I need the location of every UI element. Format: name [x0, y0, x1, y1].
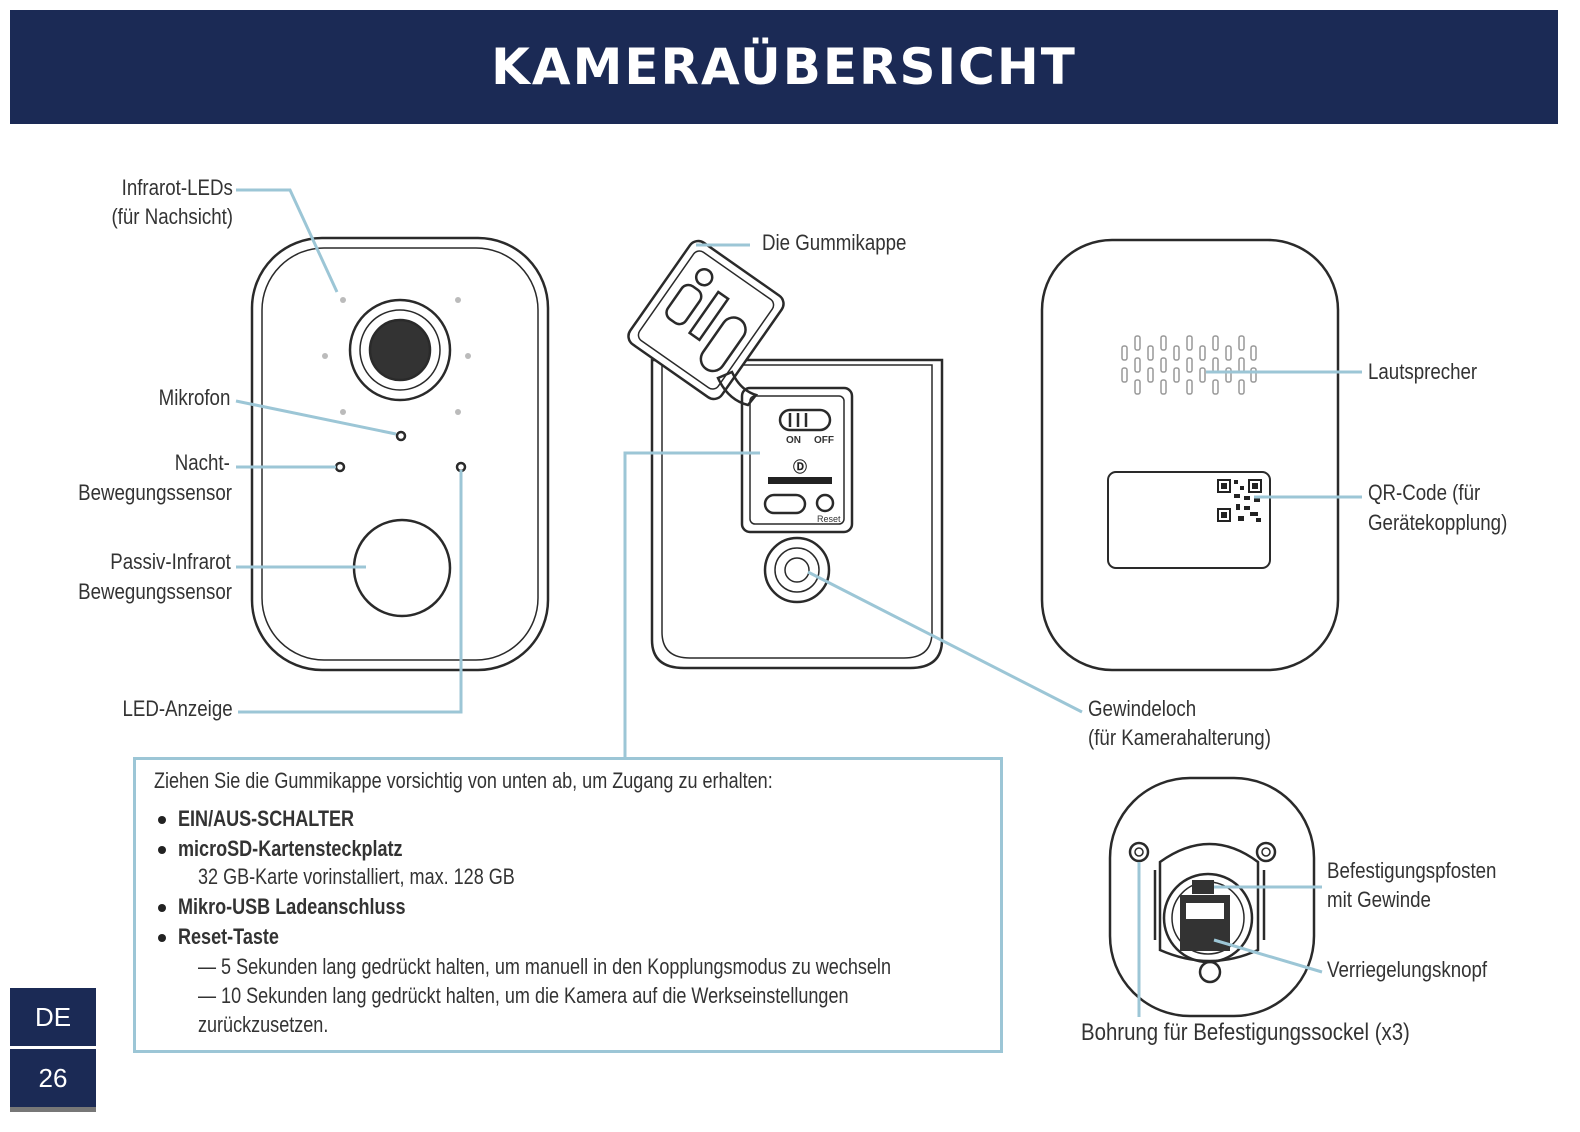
label-pir-sensor-line2: Bewegungssensor — [78, 579, 232, 604]
bullet-icon — [158, 816, 166, 824]
label-rubber-cap: Die Gummikappe — [762, 230, 907, 255]
bullet-icon — [158, 904, 166, 912]
bullet-icon — [158, 934, 166, 942]
label-night-sensor-line2: Bewegungssensor — [78, 480, 232, 505]
camera-front-illustration — [250, 236, 550, 672]
language-tab: DE — [10, 988, 96, 1046]
label-pir-sensor-line1: Passiv-Infrarot — [110, 549, 231, 574]
label-mount-post-line2: mit Gewinde — [1327, 887, 1431, 912]
label-microphone: Mikrofon — [158, 385, 230, 410]
leader-lines — [235, 188, 1362, 1017]
page-number: 26 — [10, 1049, 96, 1107]
label-lock-button: Verriegelungsknopf — [1327, 957, 1488, 982]
speaker-grille — [1121, 335, 1257, 395]
instructions-intro: Ziehen Sie die Gummikappe vorsichtig von… — [154, 768, 773, 793]
instructions-box: Ziehen Sie die Gummikappe vorsichtig von… — [133, 757, 1003, 1053]
item-reset-detail-3: zurückzusetzen. — [198, 1012, 329, 1037]
page-title: KAMERAÜBERSICHT — [491, 38, 1077, 96]
label-threaded-hole-line1: Gewindeloch — [1088, 696, 1197, 721]
item-reset-detail-1: — 5 Sekunden lang gedrückt halten, um ma… — [198, 954, 891, 979]
camera-bottom-illustration — [627, 239, 944, 670]
label-threaded-hole-line2: (für Kamerahalterung) — [1088, 725, 1271, 750]
item-usb-port: Mikro-USB Ladeanschluss — [178, 894, 406, 919]
qr-code-icon — [1217, 479, 1262, 522]
label-led-indicator: LED-Anzeige — [122, 696, 233, 721]
label-night-sensor-line1: Nacht- — [174, 450, 230, 475]
label-infrared-leds-line2: (für Nachsicht) — [111, 204, 233, 229]
label-speaker: Lautsprecher — [1368, 359, 1478, 384]
item-reset-detail-2: — 10 Sekunden lang gedrückt halten, um d… — [198, 983, 849, 1008]
header-bar: KAMERAÜBERSICHT — [10, 10, 1558, 124]
reset-label: Reset — [817, 514, 841, 524]
tab-shadow — [10, 1107, 96, 1112]
label-qr-code-line1: QR-Code (für — [1368, 480, 1481, 505]
switch-on-label: ON — [786, 435, 801, 446]
microsd-icon: Ⓓ — [793, 459, 807, 475]
label-qr-code-line2: Gerätekopplung) — [1368, 510, 1508, 535]
label-socket-holes: Bohrung für Befestigungssockel (x3) — [1081, 1019, 1410, 1046]
camera-back-illustration — [1040, 238, 1340, 672]
item-microsd-slot: microSD-Kartensteckplatz — [178, 836, 403, 861]
tab-divider — [10, 1047, 96, 1049]
label-infrared-leds-line1: Infrarot-LEDs — [121, 175, 233, 200]
label-mount-post-line1: Befestigungspfosten — [1327, 858, 1497, 883]
bullet-icon — [158, 846, 166, 854]
item-microsd-detail: 32 GB-Karte vorinstalliert, max. 128 GB — [198, 864, 515, 889]
switch-off-label: OFF — [814, 435, 834, 446]
item-power-switch: EIN/AUS-SCHALTER — [178, 806, 355, 831]
infrared-led-dots — [322, 297, 471, 415]
mount-base-illustration — [1108, 776, 1316, 1018]
item-reset-button: Reset-Taste — [178, 924, 279, 949]
